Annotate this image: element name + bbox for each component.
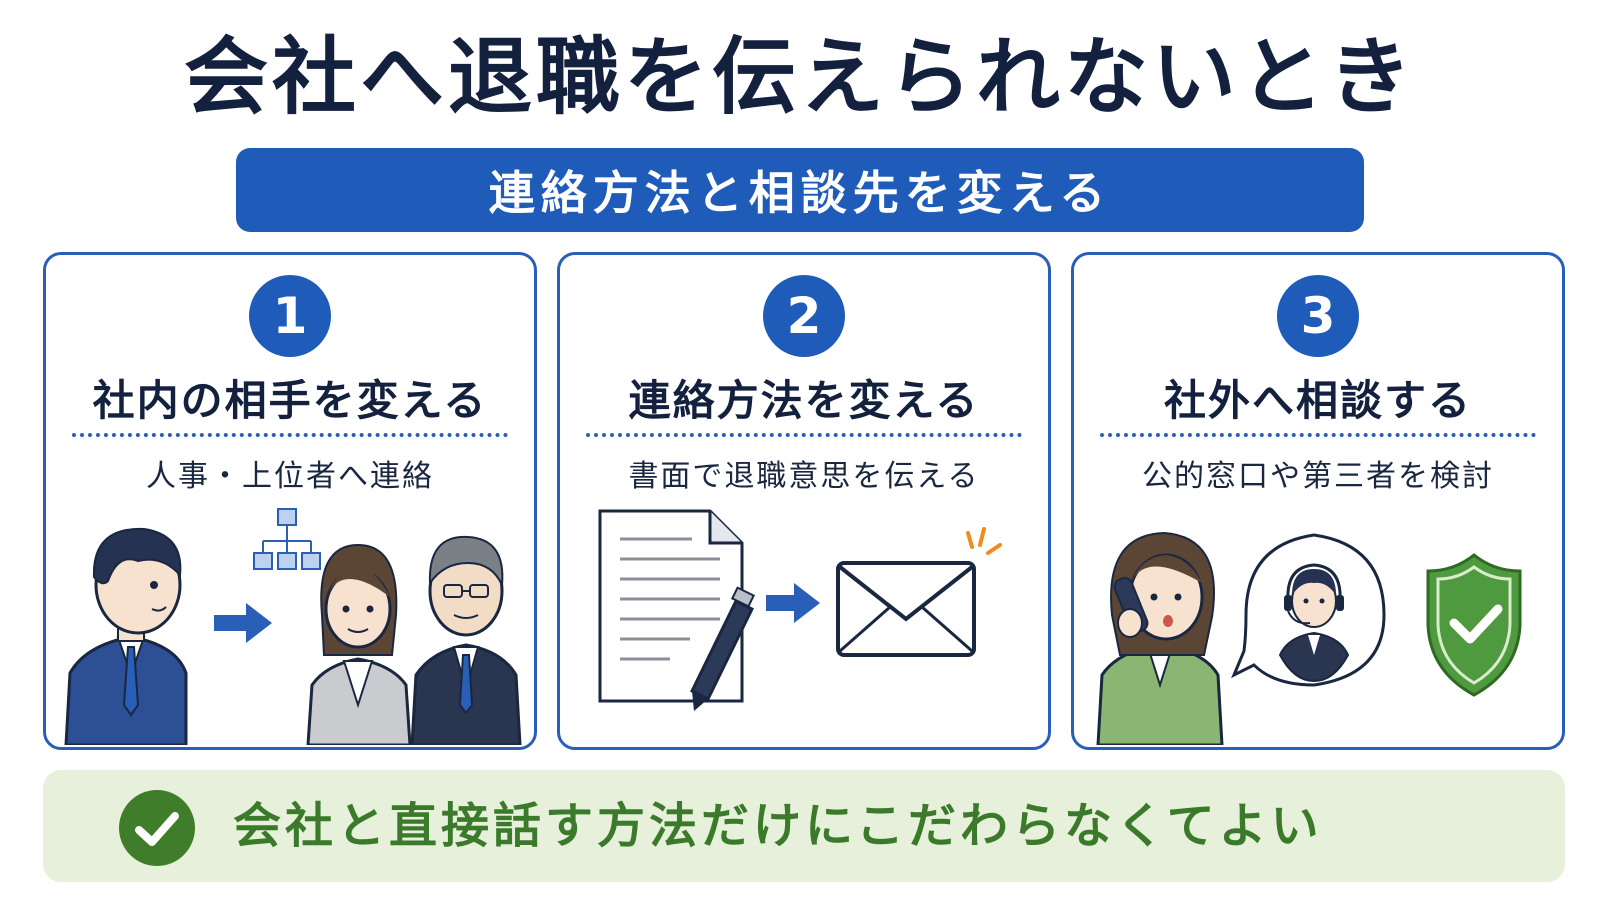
dotted-divider [1100, 433, 1536, 437]
card-title: 社外へ相談する [1163, 376, 1472, 425]
envelope-icon [836, 527, 1002, 657]
card-illustration [598, 509, 1002, 711]
org-chart-icon [253, 508, 321, 570]
step-number-badge: 2 [763, 275, 845, 357]
check-circle-icon [119, 790, 195, 866]
step-number-badge: 3 [1277, 275, 1359, 357]
subtitle-banner: 連絡方法と相談先を変える [236, 148, 1364, 232]
bottom-message-text: 会社と直接話す方法だけにこだわらなくてよい [233, 798, 1323, 854]
dotted-divider [72, 433, 508, 437]
people-icon [306, 535, 522, 745]
card-internal-contact: 1 社内の相手を変える 人事・上位者へ連絡 [43, 252, 537, 750]
card-title: 連絡方法を変える [628, 376, 980, 425]
pen-icon [689, 586, 756, 711]
card-description: 書面で退職意思を伝える [628, 459, 980, 494]
phone-caller-icon [1096, 531, 1224, 745]
card-illustration [1096, 531, 1522, 745]
card-description: 人事・上位者へ連絡 [146, 459, 434, 494]
card-title: 社内の相手を変える [92, 376, 488, 425]
dotted-divider [586, 433, 1022, 437]
arrow-right-icon [766, 583, 820, 623]
person-icon [64, 527, 188, 745]
shield-check-icon [1426, 553, 1522, 697]
page-title: 会社へ退職を伝えられないとき [183, 28, 1416, 126]
step-number-badge: 1 [249, 275, 331, 357]
card-description: 公的窓口や第三者を検討 [1142, 459, 1494, 494]
card-change-method: 2 連絡方法を変える 書面で退職意思を伝える [557, 252, 1051, 750]
bottom-message-banner: 会社と直接話す方法だけにこだわらなくてよい [43, 770, 1565, 882]
card-external-consult: 3 社外へ相談する 公的窓口や第三者を検討 [1071, 252, 1565, 750]
arrow-right-icon [214, 603, 272, 643]
card-illustration [64, 508, 522, 745]
operator-icon [1231, 533, 1386, 687]
